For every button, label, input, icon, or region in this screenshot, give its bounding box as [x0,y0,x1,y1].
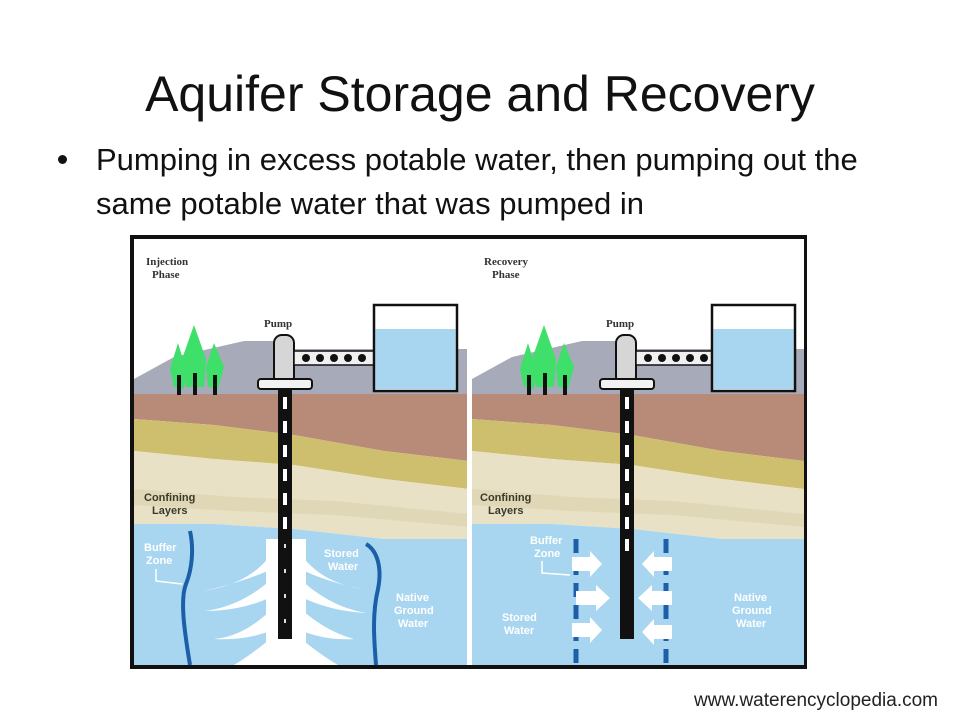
stored-label-line2: Water [328,561,359,573]
flow-arrows-icon [572,551,672,645]
native-label-line3: Water [736,618,767,630]
stored-label-line1: Stored [502,612,537,624]
phase-label-line1: Injection [146,256,188,268]
pump-icon [615,334,637,386]
buffer-label-line1: Buffer [530,535,563,547]
aquifer-layer [472,524,804,665]
buffer-label-line2: Zone [534,548,560,560]
pump-icon [273,334,295,386]
confining-label-line1: Confining [480,492,531,504]
native-label-line2: Ground [394,605,434,617]
source-credit: www.waterencyclopedia.com [694,690,938,711]
recovery-panel: Recovery Phase Pump Confining Layers Buf… [472,256,804,665]
buffer-label-line1: Buffer [144,542,177,554]
sand-layer [134,419,469,489]
slide-title: Aquifer Storage and Recovery [145,66,815,122]
topsoil-layer [472,394,804,461]
buffer-zone-line-left [181,530,195,665]
native-label-line1: Native [396,592,429,604]
confining-label-line1: Confining [144,492,195,504]
native-label-line2: Ground [732,605,772,617]
tank-water [713,329,794,389]
phase-label-line2: Phase [152,269,180,281]
sand-layer [472,419,804,489]
panel-divider [467,239,472,665]
stored-label-line2: Water [504,625,535,637]
phase-label-line2: Phase [492,269,520,281]
tank-water [375,329,456,389]
bullet-text: Pumping in excess potable water, then pu… [96,142,858,221]
well-casing [620,387,634,639]
pump-label: Pump [264,318,292,330]
buffer-label-line2: Zone [146,555,172,567]
injection-panel: Injection Phase Pump Confining Layers Bu… [134,256,469,665]
phase-label-line1: Recovery [484,256,528,268]
native-label-line1: Native [734,592,767,604]
confining-label-line2: Layers [152,505,187,517]
trees-icon [170,325,224,395]
native-label-line3: Water [398,618,429,630]
pump-label: Pump [606,318,634,330]
asr-diagram: Injection Phase Pump Confining Layers Bu… [130,235,807,669]
confining-label-line2: Layers [488,505,523,517]
trees-icon [520,325,574,395]
stored-label-line1: Stored [324,548,359,560]
well-casing [278,387,292,639]
bullet-icon [58,155,67,164]
buffer-zone-line-right [364,542,382,665]
topsoil-layer [134,394,469,461]
